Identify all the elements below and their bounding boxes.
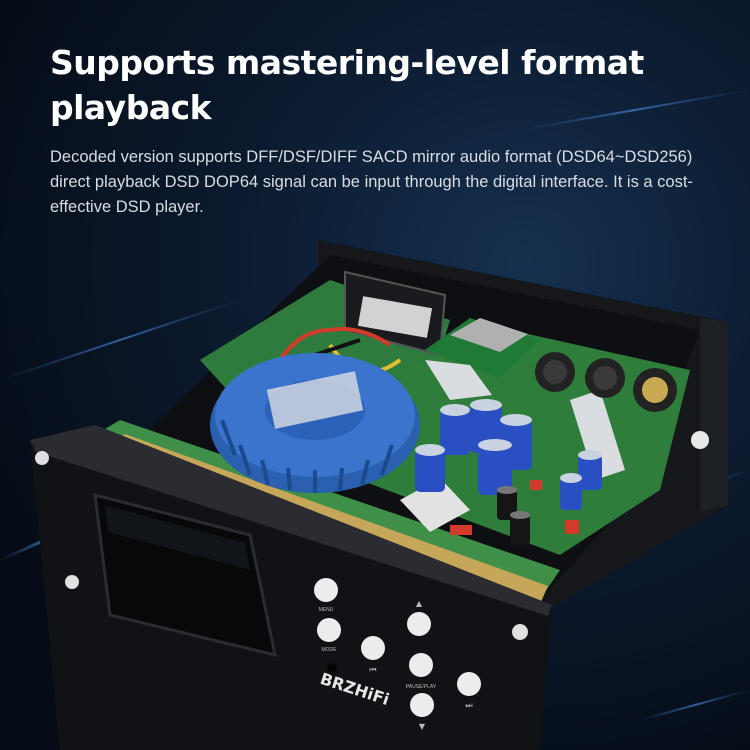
down-arrow-icon: ▼ (419, 722, 426, 731)
down-button[interactable] (410, 693, 434, 717)
mode-button-label: MODE (322, 647, 338, 653)
ribbon-cable (425, 360, 492, 400)
prev-track-icon: ⏮ (369, 665, 376, 674)
mode-button[interactable] (317, 618, 341, 642)
ribbon-cable-2 (570, 390, 625, 480)
up-button[interactable] (407, 612, 431, 636)
description: Decoded version supports DFF/DSF/DIFF SA… (50, 148, 693, 216)
menu-button-label: MENU (319, 607, 334, 613)
up-arrow-icon: ▲ (416, 599, 423, 608)
chassis-right-wall (700, 318, 728, 512)
output-jacks (535, 352, 677, 412)
ir-receiver (327, 663, 337, 673)
pause-play-button[interactable] (409, 653, 433, 677)
prev-track-button[interactable] (361, 636, 385, 660)
pause-play-button-label: PAUSE/PLAY (406, 684, 437, 690)
next-track-icon: ⏭ (465, 701, 472, 710)
headline: Supports mastering-level format playback (50, 43, 644, 127)
capacitors (415, 399, 602, 545)
menu-button[interactable] (314, 578, 338, 602)
next-track-button[interactable] (457, 672, 481, 696)
toroidal-transformer (210, 353, 420, 493)
